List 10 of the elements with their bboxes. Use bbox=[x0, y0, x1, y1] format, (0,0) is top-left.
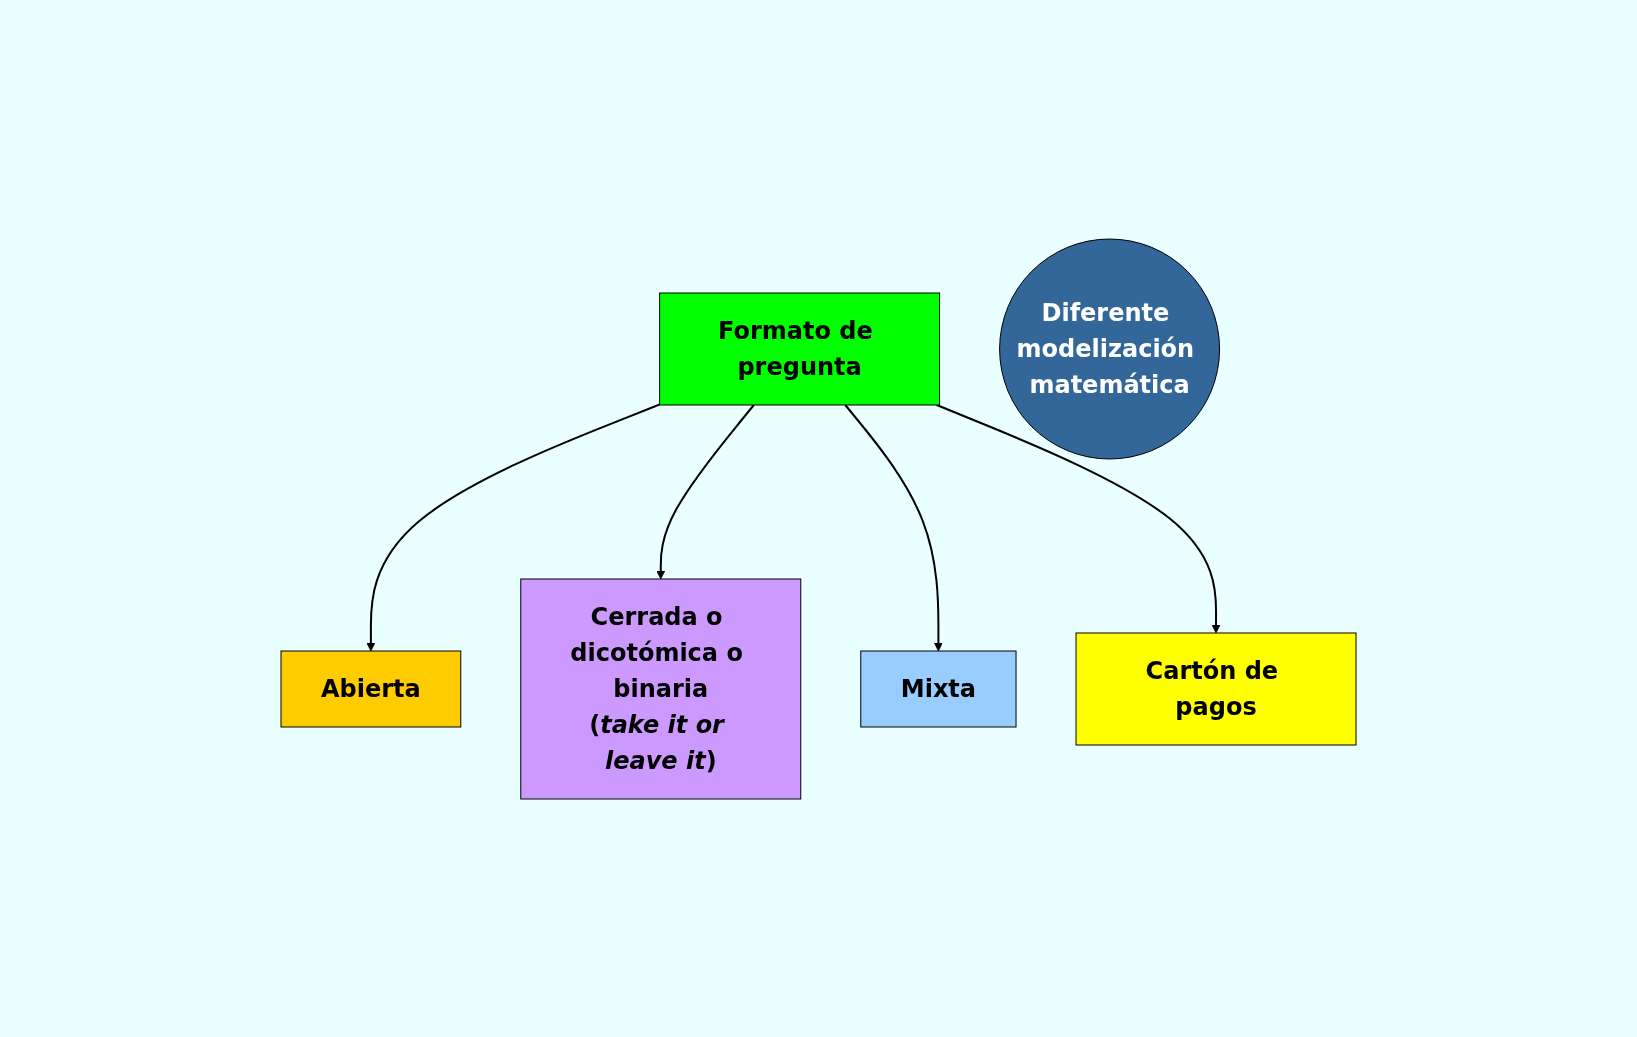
node-circle: Diferente modelización matemática bbox=[999, 238, 1221, 459]
node-box: Mixta bbox=[860, 650, 1017, 727]
arrow bbox=[935, 403, 1221, 633]
arrow bbox=[366, 403, 661, 651]
node-box: Abierta bbox=[280, 650, 462, 727]
node-box: Cartón de pagos bbox=[1075, 632, 1357, 745]
arrow bbox=[844, 403, 943, 651]
node-box: Cerrada o dicotómica o binaria (take it or leave it) bbox=[520, 578, 802, 799]
node-box: Formato de pregunta bbox=[659, 292, 941, 405]
arrow bbox=[656, 403, 755, 579]
